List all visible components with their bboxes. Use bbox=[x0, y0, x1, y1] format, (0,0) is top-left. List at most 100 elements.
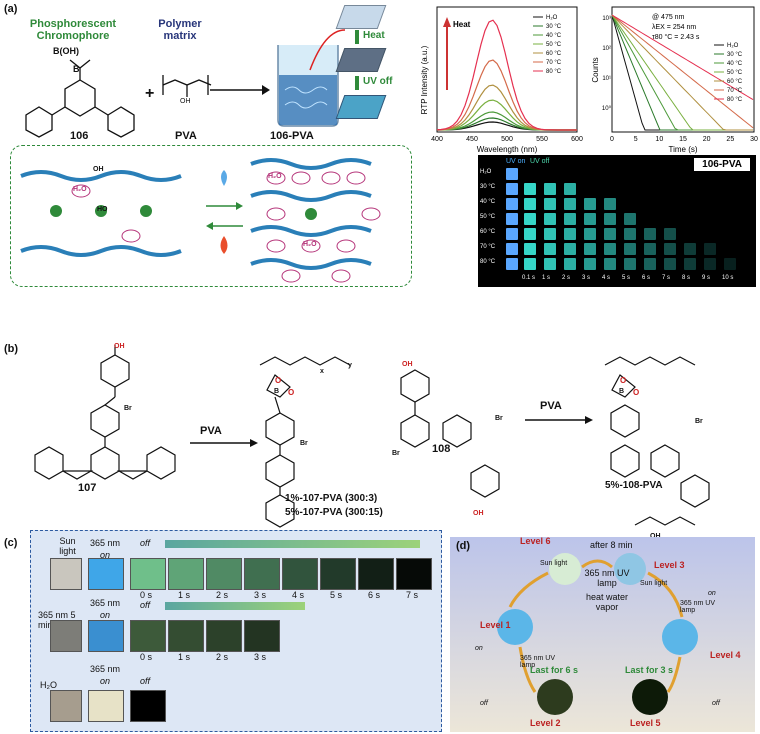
pva-structure bbox=[162, 75, 212, 97]
row2-photos-time-3: 3 s bbox=[254, 652, 267, 662]
b108-oh-top: OH bbox=[402, 361, 413, 368]
row2-off-label: off bbox=[140, 600, 151, 610]
row2-photos-time-1: 1 s bbox=[178, 652, 191, 662]
grid-cell-5-3 bbox=[584, 243, 596, 255]
b107-o1: O bbox=[275, 376, 281, 385]
grid-cell-3-2 bbox=[564, 213, 576, 225]
row1-sun-label: Sun light bbox=[59, 536, 76, 556]
b108-br-2: Br bbox=[495, 415, 503, 422]
row2-photos-time-0: 0 s bbox=[140, 652, 153, 662]
off-left: off bbox=[480, 700, 488, 707]
spectrum-xtick-400: 400 bbox=[431, 136, 443, 143]
grid-row-label-3: 50 °C bbox=[480, 214, 496, 220]
grid-cell-6-2 bbox=[564, 258, 576, 270]
grid-uv-cell-5 bbox=[506, 243, 518, 255]
grid-row-label-5: 70 °C bbox=[480, 244, 496, 250]
b107-product-br: Br bbox=[300, 440, 308, 447]
grid-cell-5-1 bbox=[544, 243, 556, 255]
spectrum-legend-1: 30 °C bbox=[546, 24, 562, 30]
spectrum-xlabel: Wavelength (nm) bbox=[477, 145, 538, 154]
row2-side-label: 365 nm 5 min bbox=[38, 610, 76, 630]
decay-curve-4 bbox=[611, 14, 753, 131]
grid-col-label-1: 1 s bbox=[542, 275, 551, 281]
row2-uv-photo bbox=[88, 620, 124, 652]
grid-cell-2-4 bbox=[604, 198, 616, 210]
spectrum-legend-2: 40 °C bbox=[546, 33, 562, 39]
decay-ytick-1: 10¹ bbox=[602, 76, 611, 82]
grid-cell-4-1 bbox=[544, 228, 556, 240]
row1-photos-photo-0 bbox=[130, 558, 166, 590]
right-lamp: 365 nm UV lamp bbox=[680, 600, 716, 614]
grid-col-label-8: 8 s bbox=[682, 275, 691, 281]
row2-photos-photo-1 bbox=[168, 620, 204, 652]
panel-d-label: (d) bbox=[456, 540, 471, 552]
decay-legend-5: 70 °C bbox=[727, 88, 743, 94]
decay-curve-5 bbox=[611, 14, 754, 129]
b107-product-y: y bbox=[348, 362, 352, 369]
row1-photos-time-6: 6 s bbox=[368, 590, 381, 600]
polymer-title: Polymer matrix bbox=[158, 18, 202, 42]
spectrum-curve-6 bbox=[436, 19, 577, 131]
row2-photos-time-2: 2 s bbox=[216, 652, 229, 662]
grid-cell-2-1 bbox=[544, 198, 556, 210]
grid-cell-5-6 bbox=[644, 243, 656, 255]
spectrum-ylabel: RTP Intensity (a.u.) bbox=[420, 45, 429, 114]
b108-lower-oh: OH bbox=[650, 533, 661, 540]
decay-note1: @ 475 nm bbox=[652, 14, 685, 21]
reaction-arrow bbox=[210, 85, 270, 95]
h2o-label-1: H₂O bbox=[73, 186, 87, 193]
spectrum-legend-5: 70 °C bbox=[546, 60, 562, 66]
grid-row-label-1: 30 °C bbox=[480, 184, 496, 190]
panel-c-label: (c) bbox=[4, 537, 18, 549]
grid-cell-6-8 bbox=[684, 258, 696, 270]
grid-cell-5-2 bbox=[564, 243, 576, 255]
spectrum-xtick-600: 600 bbox=[571, 136, 583, 143]
molecular-scheme bbox=[20, 158, 381, 283]
film-wet bbox=[335, 5, 387, 29]
spectrum-legend-0: H₂O bbox=[546, 15, 558, 21]
pva-oh: OH bbox=[180, 98, 191, 105]
row3-uv-label: 365 nm bbox=[90, 664, 121, 674]
pva-label: PVA bbox=[175, 130, 197, 142]
h2o-label-2: H₂O bbox=[268, 173, 282, 180]
grid-col-label-7: 7 s bbox=[662, 275, 671, 281]
grid-cell-6-9 bbox=[704, 258, 716, 270]
row1-uv-photo bbox=[88, 558, 124, 590]
center-lamp: 365 nm UV lamp bbox=[584, 568, 630, 588]
row1-photos-photo-7 bbox=[396, 558, 432, 590]
grid-uv-cell-0 bbox=[506, 168, 518, 180]
row1-photos-photo-3 bbox=[244, 558, 280, 590]
grid-cell-5-9 bbox=[704, 243, 716, 255]
grid-cell-6-10 bbox=[724, 258, 736, 270]
b108-product-br: Br bbox=[695, 418, 703, 425]
row1-photos-time-1: 1 s bbox=[178, 590, 191, 600]
grid-cell-5-7 bbox=[664, 243, 676, 255]
grid-cell-1-1 bbox=[544, 183, 556, 195]
b108-oh-bottom: OH bbox=[473, 510, 484, 517]
decay-xtick-5: 25 bbox=[726, 136, 734, 143]
grid-cell-1-2 bbox=[564, 183, 576, 195]
row1-photos-photo-4 bbox=[282, 558, 318, 590]
grid-cell-4-3 bbox=[584, 228, 596, 240]
grid-cell-2-0 bbox=[524, 198, 536, 210]
spectrum-legend-6: 80 °C bbox=[546, 69, 562, 75]
row1-photos-photo-6 bbox=[358, 558, 394, 590]
row3-on-label: on bbox=[100, 676, 111, 686]
row1-photos-time-0: 0 s bbox=[140, 590, 153, 600]
decay-legend-2: 40 °C bbox=[727, 61, 743, 67]
row1-photos-time-7: 7 s bbox=[406, 590, 419, 600]
decay-note3: τ80 °C = 2.43 s bbox=[652, 33, 700, 41]
ho-label: HO bbox=[97, 206, 108, 213]
panel-b-label: (b) bbox=[4, 343, 19, 355]
grid-cell-4-0 bbox=[524, 228, 536, 240]
boronic-label: B(OH) bbox=[53, 46, 79, 56]
uv-on-label: UV on bbox=[506, 158, 526, 165]
row1-off-arrow bbox=[165, 540, 420, 548]
grid-cell-4-4 bbox=[604, 228, 616, 240]
row1-off-label: off bbox=[140, 538, 151, 548]
plus-sign: + bbox=[145, 85, 155, 102]
beaker-icon bbox=[277, 29, 346, 127]
compound-108-label: 108 bbox=[432, 443, 451, 455]
product-106-pva-label: 106-PVA bbox=[270, 130, 314, 142]
decay-xtick-4: 20 bbox=[703, 136, 711, 143]
